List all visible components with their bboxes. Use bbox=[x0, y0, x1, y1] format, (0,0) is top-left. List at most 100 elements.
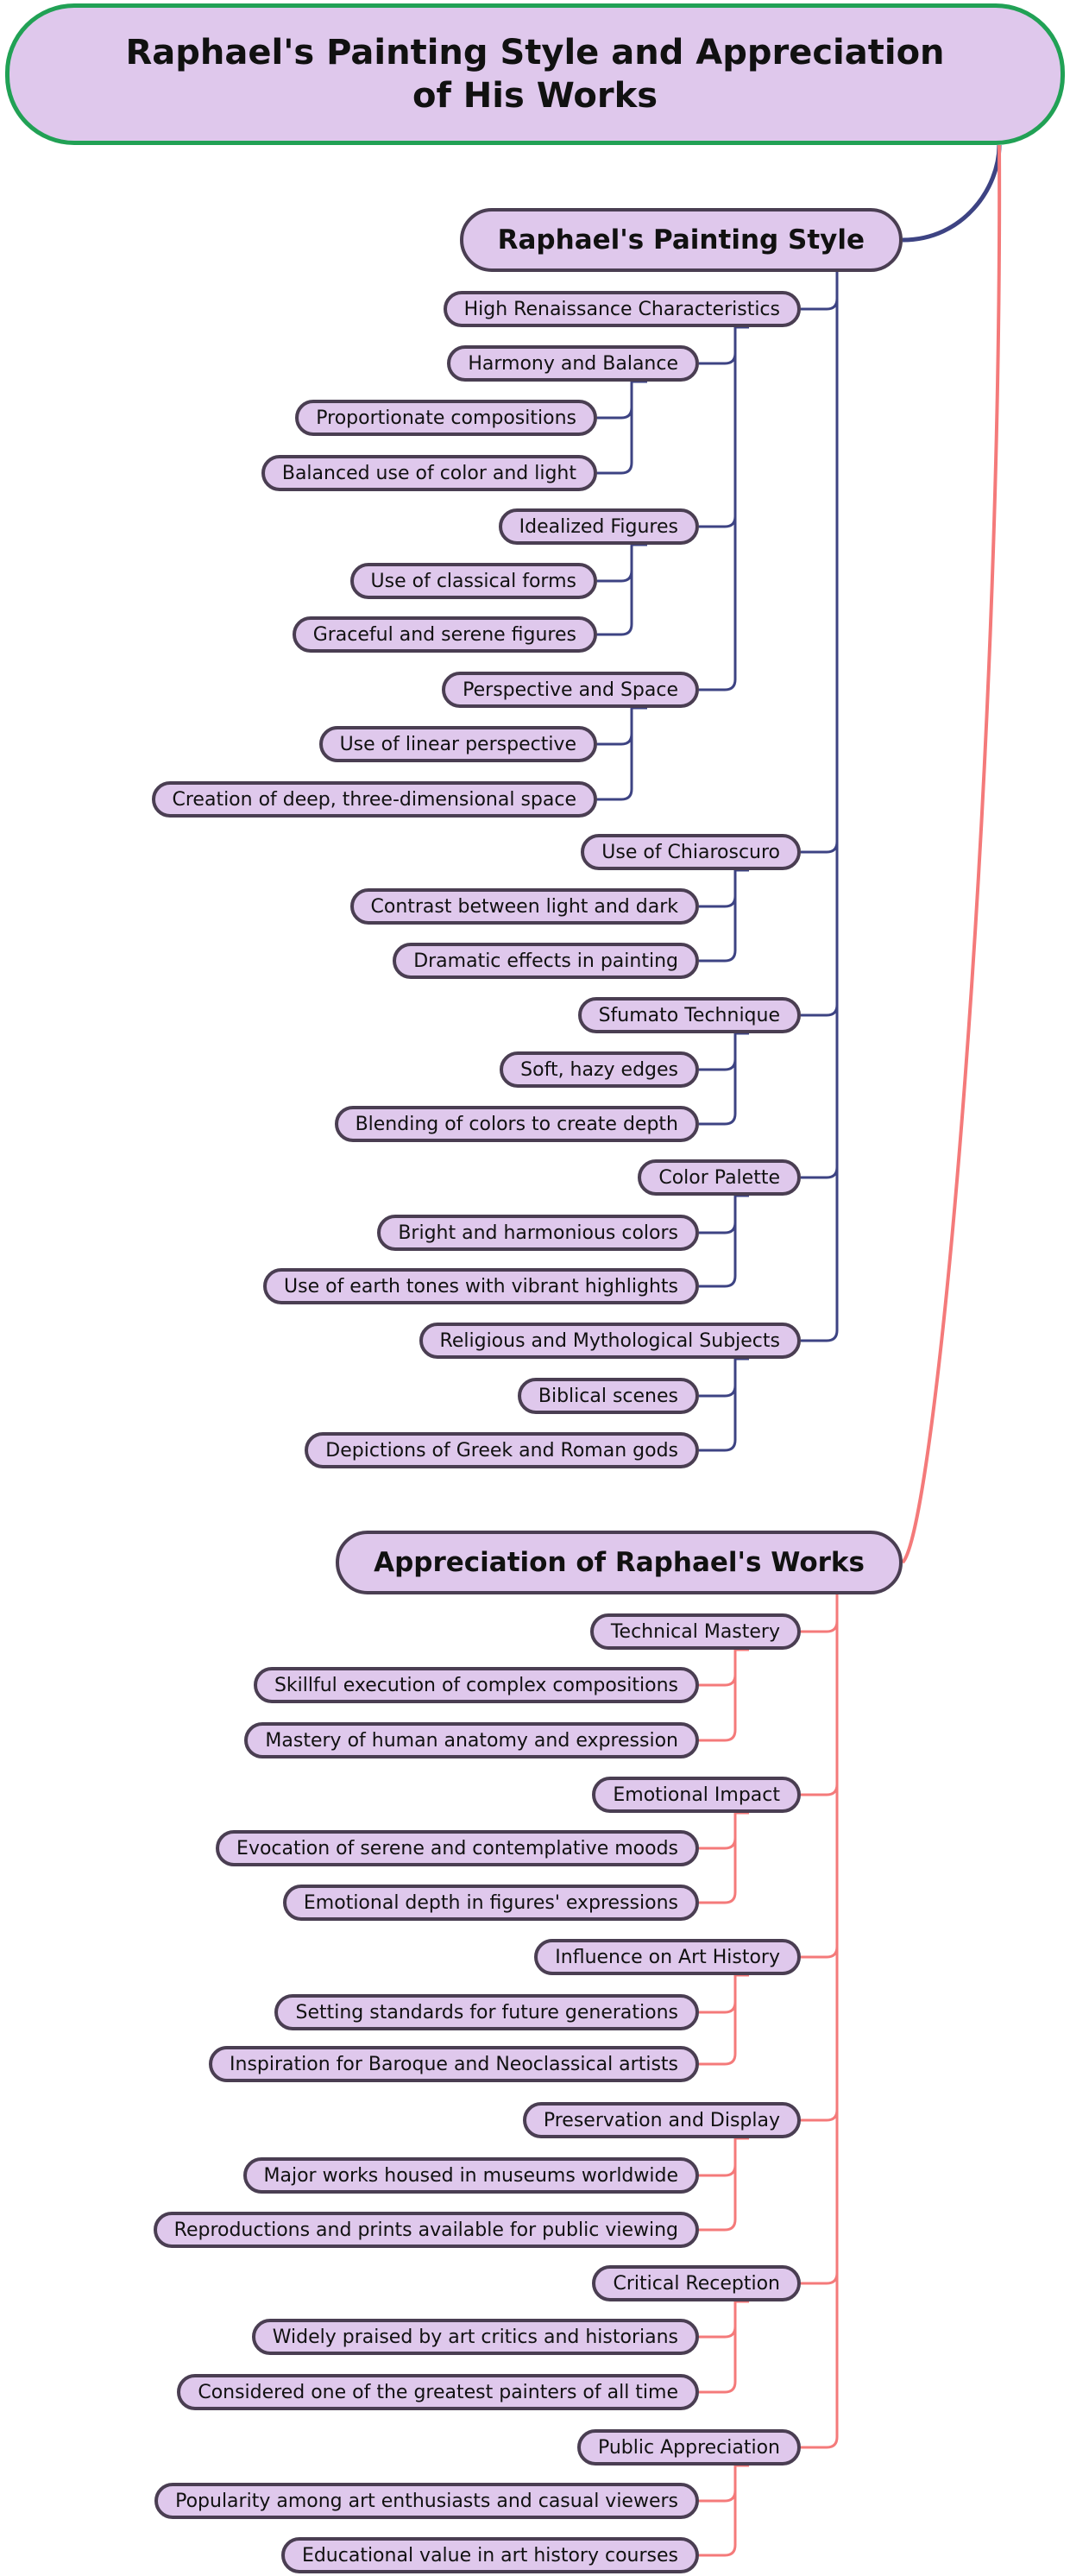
node-dramatic-effects-in-painting-link bbox=[699, 950, 737, 963]
node-use-of-chiaroscuro[interactable]: Use of Chiaroscuro bbox=[581, 834, 801, 870]
node-perspective-and-space-bus bbox=[630, 706, 647, 789]
node-widely-praised-by-art-critics-and-historians[interactable]: Widely praised by art critics and histor… bbox=[251, 2319, 699, 2355]
node-influence-on-art-history[interactable]: Influence on Art History bbox=[534, 1939, 801, 1975]
node-widely-praised-by-art-critics-and-historians-link bbox=[699, 2326, 737, 2339]
node-perspective-and-space-link bbox=[699, 679, 737, 691]
node-critical-reception-bus bbox=[733, 2300, 749, 2382]
node-use-of-chiaroscuro-bus bbox=[733, 868, 749, 950]
node-creation-of-deep-three-dimensional-space[interactable]: Creation of deep, three-dimensional spac… bbox=[151, 781, 597, 818]
node-emotional-depth-in-figures-expressions[interactable]: Emotional depth in figures' expressions bbox=[282, 1885, 699, 1921]
node-religious-and-mythological-subjects-link bbox=[801, 1329, 839, 1342]
node-reproductions-and-prints-available-for-public-viewing-link bbox=[699, 2219, 737, 2232]
node-idealized-figures[interactable]: Idealized Figures bbox=[498, 508, 699, 545]
root-node[interactable]: Raphael's Painting Style and Appreciatio… bbox=[5, 3, 1065, 145]
node-technical-mastery-link bbox=[801, 1620, 839, 1633]
node-perspective-and-space[interactable]: Perspective and Space bbox=[442, 672, 699, 708]
node-evocation-of-serene-and-contemplative-moods-link bbox=[699, 1837, 737, 1850]
node-biblical-scenes-link bbox=[699, 1385, 737, 1398]
node-blending-of-colors-to-create-depth[interactable]: Blending of colors to create depth bbox=[334, 1106, 699, 1142]
node-inspiration-for-baroque-and-neoclassical-artists-link bbox=[699, 2053, 737, 2066]
node-critical-reception-link bbox=[801, 2272, 839, 2285]
node-preservation-and-display-bus bbox=[733, 2137, 749, 2219]
node-bright-and-harmonious-colors-link bbox=[699, 1222, 737, 1234]
node-contrast-between-light-and-dark[interactable]: Contrast between light and dark bbox=[349, 888, 699, 925]
node-harmony-and-balance-link bbox=[699, 352, 737, 365]
node-preservation-and-display[interactable]: Preservation and Display bbox=[522, 2102, 801, 2138]
node-emotional-impact-link bbox=[801, 1784, 839, 1796]
node-balanced-use-of-color-and-light[interactable]: Balanced use of color and light bbox=[261, 455, 597, 491]
node-technical-mastery[interactable]: Technical Mastery bbox=[589, 1613, 801, 1650]
node-critical-reception[interactable]: Critical Reception bbox=[592, 2265, 801, 2301]
node-proportionate-compositions-link bbox=[597, 407, 633, 420]
node-color-palette[interactable]: Color Palette bbox=[638, 1159, 801, 1196]
node-mastery-of-human-anatomy-and-expression-link bbox=[699, 1729, 737, 1742]
node-sfumato-technique-bus bbox=[733, 1032, 749, 1114]
node-public-appreciation[interactable]: Public Appreciation bbox=[576, 2429, 801, 2466]
node-considered-one-of-the-greatest-painters-of-all-time[interactable]: Considered one of the greatest painters … bbox=[177, 2374, 699, 2410]
node-depictions-of-greek-and-roman-gods-link bbox=[699, 1439, 737, 1452]
node-use-of-earth-tones-with-vibrant-highlights[interactable]: Use of earth tones with vibrant highligh… bbox=[263, 1268, 699, 1304]
node-idealized-figures-link bbox=[699, 515, 737, 528]
node-emotional-impact-bus bbox=[733, 1811, 749, 1892]
node-religious-and-mythological-subjects-bus bbox=[733, 1357, 749, 1440]
node-major-works-housed-in-museums-worldwide[interactable]: Major works housed in museums worldwide bbox=[242, 2157, 699, 2194]
node-use-of-classical-forms[interactable]: Use of classical forms bbox=[349, 563, 597, 599]
node-influence-on-art-history-link bbox=[801, 1946, 839, 1959]
node-emotional-impact[interactable]: Emotional Impact bbox=[592, 1777, 801, 1813]
node-color-palette-bus bbox=[733, 1194, 749, 1276]
node-depictions-of-greek-and-roman-gods[interactable]: Depictions of Greek and Roman gods bbox=[305, 1432, 699, 1468]
node-harmony-and-balance[interactable]: Harmony and Balance bbox=[447, 345, 699, 382]
node-graceful-and-serene-figures-link bbox=[597, 623, 633, 636]
node-use-of-earth-tones-with-vibrant-highlights-link bbox=[699, 1275, 737, 1288]
branch-appreciation-of-raphael-s-works-link bbox=[901, 144, 1002, 1564]
node-religious-and-mythological-subjects[interactable]: Religious and Mythological Subjects bbox=[419, 1323, 801, 1359]
node-mastery-of-human-anatomy-and-expression[interactable]: Mastery of human anatomy and expression bbox=[244, 1722, 699, 1758]
node-major-works-housed-in-museums-worldwide-link bbox=[699, 2164, 737, 2177]
node-harmony-and-balance-bus bbox=[630, 380, 647, 463]
node-high-renaissance-characteristics[interactable]: High Renaissance Characteristics bbox=[443, 291, 801, 327]
node-reproductions-and-prints-available-for-public-viewing[interactable]: Reproductions and prints available for p… bbox=[153, 2212, 699, 2248]
node-technical-mastery-bus bbox=[733, 1648, 749, 1730]
node-dramatic-effects-in-painting[interactable]: Dramatic effects in painting bbox=[393, 943, 699, 979]
node-color-palette-link bbox=[801, 1166, 839, 1179]
node-public-appreciation-link bbox=[801, 2436, 839, 2449]
node-idealized-figures-bus bbox=[630, 543, 647, 624]
branch-raphael-s-painting-style-link bbox=[902, 144, 1002, 243]
node-balanced-use-of-color-and-light-link bbox=[597, 462, 633, 475]
node-inspiration-for-baroque-and-neoclassical-artists[interactable]: Inspiration for Baroque and Neoclassical… bbox=[209, 2046, 699, 2082]
node-sfumato-technique[interactable]: Sfumato Technique bbox=[577, 997, 801, 1033]
node-popularity-among-art-enthusiasts-and-casual-viewers[interactable]: Popularity among art enthusiasts and cas… bbox=[154, 2483, 699, 2519]
node-public-appreciation-bus bbox=[733, 2464, 749, 2545]
node-use-of-linear-perspective[interactable]: Use of linear perspective bbox=[318, 726, 597, 762]
branch-raphael-s-painting-style-trunk bbox=[835, 238, 899, 1330]
node-popularity-among-art-enthusiasts-and-casual-viewers-link bbox=[699, 2490, 737, 2503]
node-high-renaissance-characteristics-bus bbox=[733, 325, 749, 679]
node-use-of-classical-forms-link bbox=[597, 570, 633, 583]
node-skillful-execution-of-complex-compositions[interactable]: Skillful execution of complex compositio… bbox=[253, 1667, 699, 1703]
node-educational-value-in-art-history-courses-link bbox=[699, 2544, 737, 2557]
node-preservation-and-display-link bbox=[801, 2109, 839, 2122]
node-emotional-depth-in-figures-expressions-link bbox=[699, 1891, 737, 1904]
node-setting-standards-for-future-generations-link bbox=[699, 2001, 737, 2014]
node-evocation-of-serene-and-contemplative-moods[interactable]: Evocation of serene and contemplative mo… bbox=[216, 1830, 699, 1866]
node-use-of-chiaroscuro-link bbox=[801, 841, 839, 854]
node-setting-standards-for-future-generations[interactable]: Setting standards for future generations bbox=[274, 1994, 699, 2030]
node-use-of-linear-perspective-link bbox=[597, 733, 633, 746]
node-considered-one-of-the-greatest-painters-of-all-time-link bbox=[699, 2381, 737, 2394]
node-creation-of-deep-three-dimensional-space-link bbox=[597, 788, 633, 801]
node-skillful-execution-of-complex-compositions-link bbox=[699, 1674, 737, 1687]
node-soft-hazy-edges[interactable]: Soft, hazy edges bbox=[500, 1051, 699, 1088]
branch-appreciation-of-raphael-s-works[interactable]: Appreciation of Raphael's Works bbox=[336, 1531, 903, 1594]
node-influence-on-art-history-bus bbox=[733, 1973, 749, 2054]
node-biblical-scenes[interactable]: Biblical scenes bbox=[517, 1378, 699, 1414]
node-educational-value-in-art-history-courses[interactable]: Educational value in art history courses bbox=[280, 2537, 699, 2573]
branch-appreciation-of-raphael-s-works-trunk bbox=[835, 1561, 899, 2437]
node-contrast-between-light-and-dark-link bbox=[699, 895, 737, 908]
node-bright-and-harmonious-colors[interactable]: Bright and harmonious colors bbox=[377, 1215, 699, 1251]
node-soft-hazy-edges-link bbox=[699, 1058, 737, 1071]
branch-raphael-s-painting-style[interactable]: Raphael's Painting Style bbox=[459, 208, 903, 272]
node-high-renaissance-characteristics-link bbox=[801, 298, 839, 311]
node-graceful-and-serene-figures[interactable]: Graceful and serene figures bbox=[292, 616, 597, 653]
node-proportionate-compositions[interactable]: Proportionate compositions bbox=[295, 400, 597, 436]
